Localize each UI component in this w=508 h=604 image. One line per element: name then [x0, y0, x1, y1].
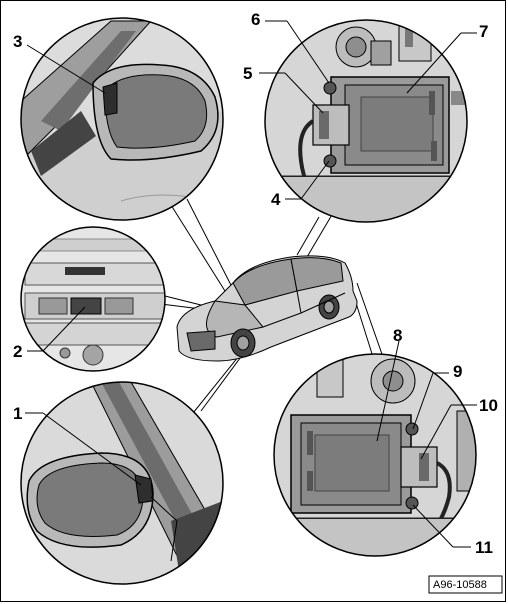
detail-circle-control-unit-bottom: [273, 353, 477, 557]
callout-4: 4: [271, 190, 281, 209]
reference-code: A96-10588: [433, 579, 487, 591]
callout-labels: 3 6 5 7 4 2 1 8 9 10 11: [13, 10, 498, 557]
callout-11: 11: [475, 538, 493, 557]
detail-circle-control-unit-top: [264, 19, 468, 223]
callout-9: 9: [453, 362, 462, 381]
callout-3: 3: [13, 32, 22, 51]
detail-circle-console: [20, 226, 166, 372]
car-illustration: [176, 255, 358, 362]
detail-circle-mirror-top: [20, 17, 224, 221]
callout-1: 1: [13, 404, 22, 423]
callout-6: 6: [251, 10, 260, 29]
callout-7: 7: [479, 22, 488, 41]
reference-code-box: A96-10588: [428, 575, 503, 594]
detail-circle-mirror-bottom: [20, 381, 224, 585]
callout-2: 2: [13, 342, 22, 361]
callout-5: 5: [243, 64, 252, 83]
callout-8: 8: [393, 326, 402, 345]
connector-lines: [152, 198, 384, 424]
leader-lines: [25, 20, 477, 548]
callout-10: 10: [479, 396, 498, 415]
